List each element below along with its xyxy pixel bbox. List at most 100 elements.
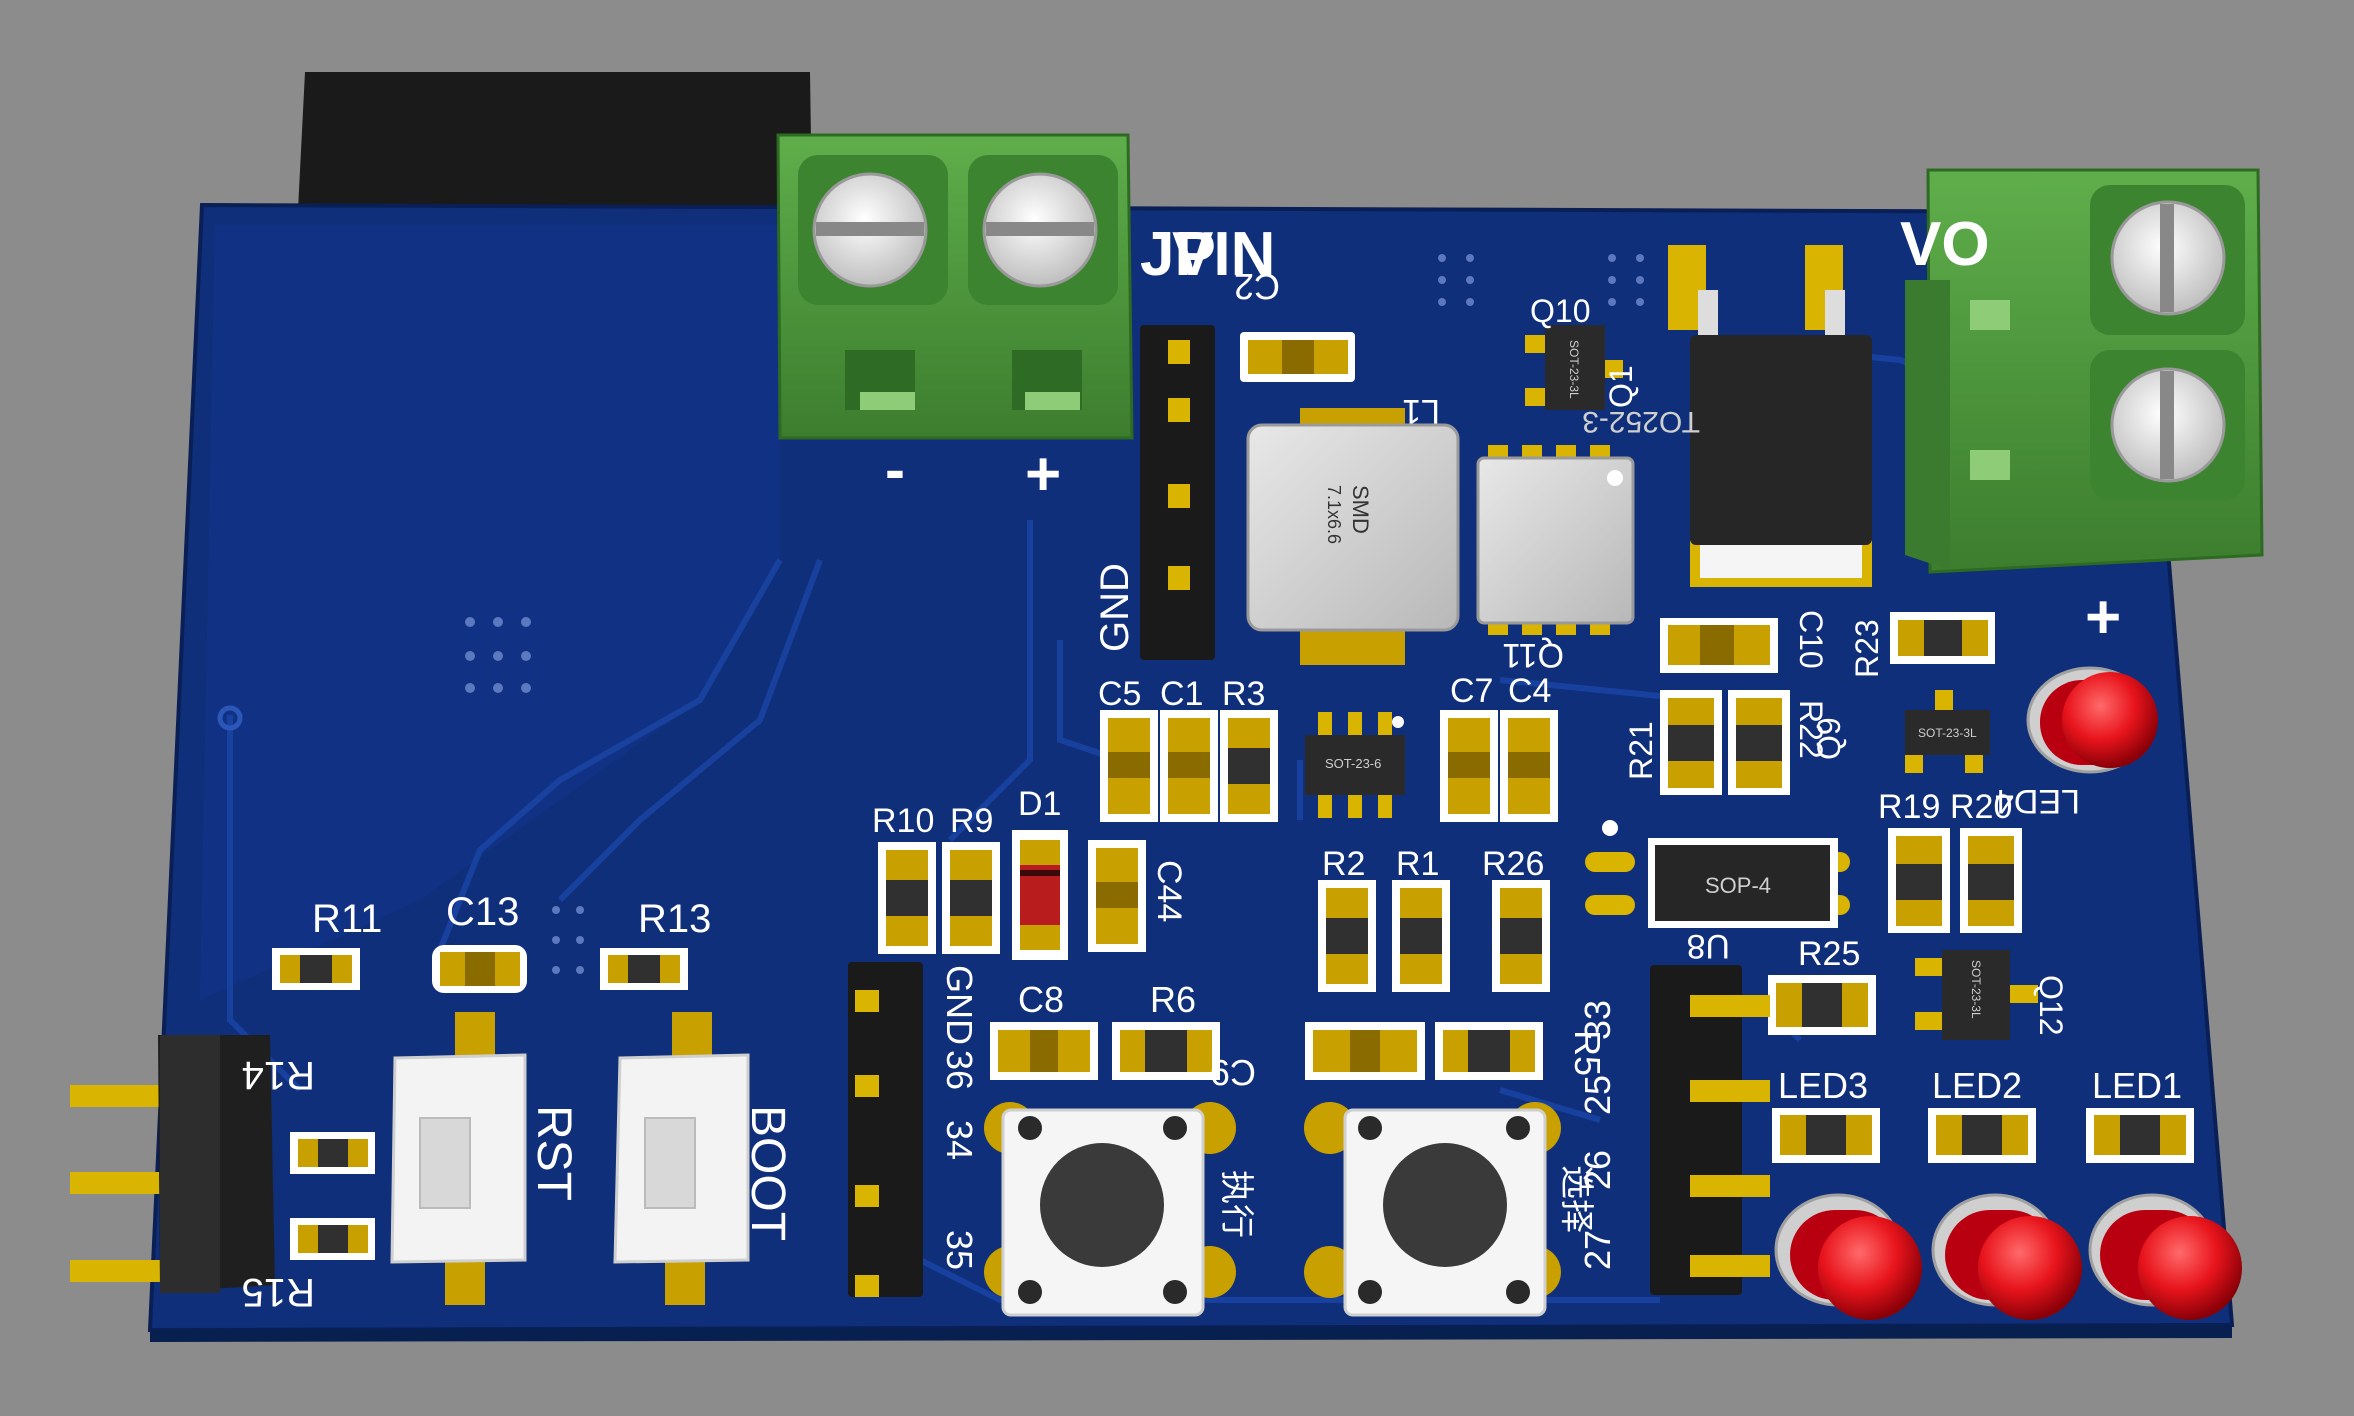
select-button[interactable] [1304, 1102, 1561, 1317]
resistor-r26 [1492, 880, 1550, 992]
capacitor-c1 [1160, 710, 1218, 822]
left-io-header[interactable] [848, 962, 923, 1297]
led1-resistor [2086, 1108, 2194, 1163]
jp-label: JP [1140, 220, 1216, 289]
resistor-r20 [1960, 828, 2022, 933]
capacitor-c13 [432, 945, 527, 993]
resistor-r2 [1318, 880, 1376, 992]
r19-label: R19 [1878, 788, 1940, 826]
r23-label: R23 [1849, 619, 1885, 678]
pin35-label: 35 [939, 1230, 980, 1270]
c13-label: C13 [446, 890, 519, 934]
r2-label: R2 [1322, 845, 1365, 883]
led2-label: LED2 [1932, 1065, 2022, 1106]
right-io-header[interactable] [1650, 965, 1770, 1295]
resistor-r23 [1890, 612, 1995, 664]
plus-label: + [1025, 440, 1061, 509]
gnd-header[interactable] [1140, 325, 1215, 660]
capacitor-c44 [1088, 840, 1146, 952]
boot-button[interactable] [613, 1012, 750, 1305]
rst-button[interactable] [390, 1012, 527, 1305]
plus-right-label: + [2085, 583, 2121, 652]
inductor-marking-2: 7.1x6.6 [1324, 485, 1344, 544]
r6-label: R6 [1150, 979, 1196, 1020]
r5-label: R5 [1567, 1030, 1608, 1076]
led3 [1774, 1193, 1922, 1320]
mosfet-q10 [1525, 325, 1623, 410]
to252-marking: TO252-3 [1582, 405, 1700, 438]
led3-resistor [1772, 1108, 1880, 1163]
optocoupler-u8 [1585, 820, 1850, 928]
boot-label: BOOT [741, 1105, 794, 1241]
rear-connector [298, 72, 812, 210]
capacitor-c8 [990, 1022, 1098, 1080]
r14-label: R14 [242, 1053, 315, 1097]
r10-label: R10 [872, 802, 934, 840]
left-pin-header[interactable] [70, 1035, 275, 1293]
copper-pour-left [200, 225, 780, 1000]
select-label: 选择 [1557, 1165, 1595, 1233]
r13-label: R13 [638, 897, 711, 941]
r26-label: R26 [1482, 845, 1544, 883]
vin-terminal-block[interactable] [776, 133, 1134, 440]
mosfet-q12 [1915, 950, 2038, 1040]
r1-label: R1 [1396, 845, 1439, 883]
resistor-r14 [290, 1132, 375, 1174]
sot23-6-marking: SOT-23-6 [1325, 756, 1381, 771]
capacitor-c9 [1305, 1022, 1425, 1080]
mosfet-q11 [1476, 445, 1635, 635]
vo-terminal-block[interactable] [1905, 168, 2264, 574]
resistor-r9 [942, 842, 1000, 954]
inductor-l1 [1246, 408, 1460, 665]
q10-marking: SOT-23-3L [1567, 340, 1581, 399]
c9-label: C9 [1210, 1052, 1256, 1093]
c5-label: C5 [1098, 675, 1141, 713]
q12-label: Q12 [2033, 975, 2069, 1035]
l1-label: L1 [1402, 392, 1440, 430]
c4-label: C4 [1508, 672, 1551, 710]
q12-marking: SOT-23-3L [1969, 960, 1983, 1019]
led2 [1931, 1193, 2082, 1320]
c8-label: C8 [1018, 979, 1064, 1020]
capacitor-c4 [1500, 710, 1558, 822]
c10-label: C10 [1793, 610, 1829, 669]
diode-d1 [1012, 830, 1068, 960]
resistor-r5 [1435, 1022, 1543, 1080]
rst-label: RST [527, 1105, 580, 1201]
c1-label: C1 [1160, 675, 1203, 713]
resistor-r25 [1768, 975, 1876, 1035]
pin33-label: 33 [1577, 1000, 1618, 1040]
gnd-pin-label: GND [939, 965, 980, 1045]
inductor-marking-1: SMD [1348, 485, 1373, 534]
resistor-r19 [1888, 828, 1950, 933]
pcb-board-edge [150, 1325, 2232, 1342]
minus-label: - [885, 436, 905, 503]
capacitor-c7 [1440, 710, 1498, 822]
sop4-marking: SOP-4 [1705, 873, 1771, 898]
pin36-label: 36 [939, 1050, 980, 1090]
r22-label: R22 [1793, 700, 1829, 759]
pin34-label: 34 [939, 1120, 980, 1160]
resistor-r13 [600, 948, 688, 990]
mounting-via [217, 705, 243, 731]
q10-label: Q10 [1530, 293, 1590, 329]
r25-label: R25 [1798, 935, 1860, 973]
vin-label: VIN [1172, 220, 1275, 289]
r3-label: R3 [1222, 675, 1265, 713]
led4-label: LED4 [1995, 782, 2080, 820]
led3-label: LED3 [1778, 1065, 1868, 1106]
resistor-r21 [1660, 690, 1722, 795]
c44-label: C44 [1150, 860, 1188, 922]
capacitor-c10 [1660, 618, 1778, 673]
capacitor-c5 [1100, 710, 1158, 822]
led1-label: LED1 [2092, 1065, 2182, 1106]
c2-label: C2 [1234, 266, 1280, 307]
vo-label: VO [1900, 210, 1990, 279]
r9-label: R9 [950, 802, 993, 840]
r21-label: R21 [1623, 721, 1659, 780]
led4 [2026, 666, 2158, 774]
via-cluster [465, 254, 1644, 974]
q9-marking: SOT-23-3L [1918, 726, 1977, 740]
execute-button[interactable] [984, 1102, 1236, 1317]
